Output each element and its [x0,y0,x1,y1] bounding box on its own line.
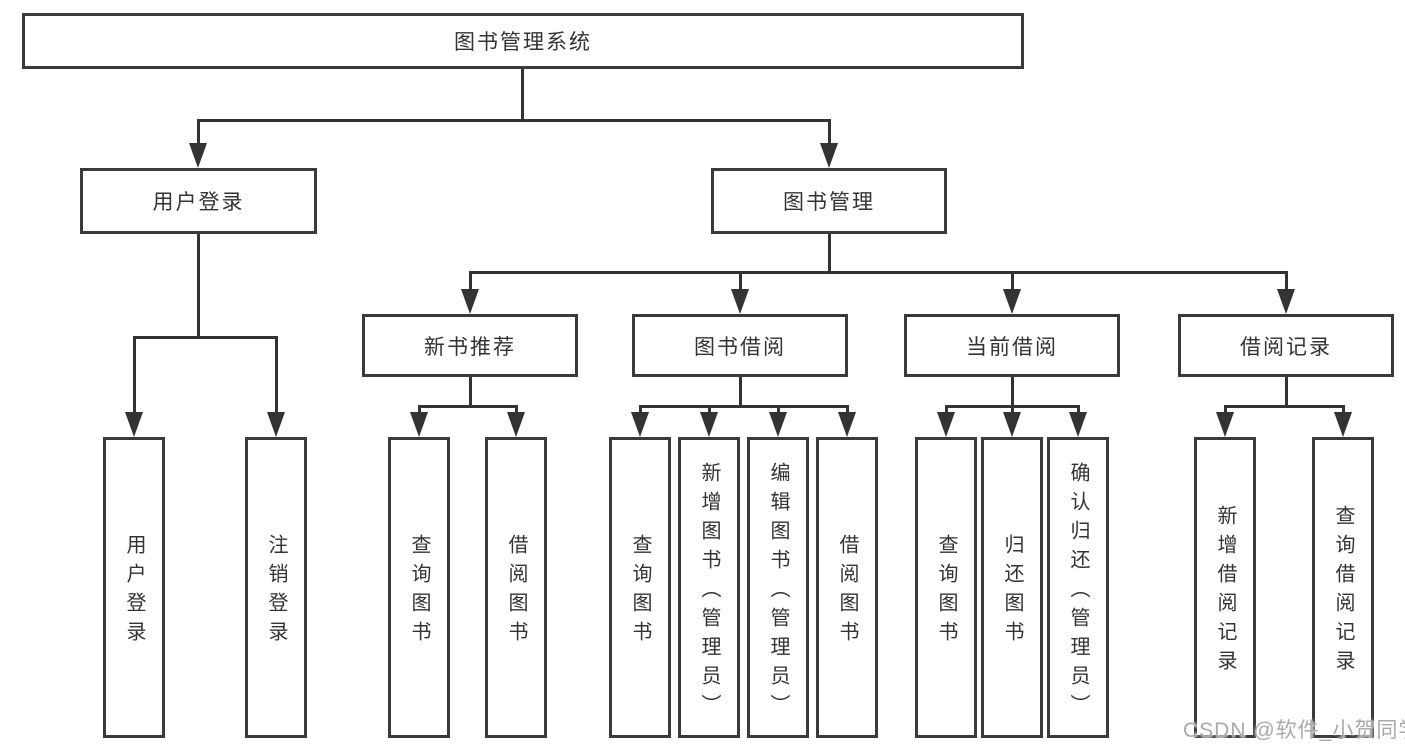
connector-line [469,377,472,407]
connector-line [521,69,524,120]
arrow-down-icon [937,412,955,437]
arrow-down-icon [507,412,525,437]
node-current-borrow-label: 当前借阅 [966,335,1058,359]
connector-line [1224,405,1227,415]
leaf-user-login-label: 用户登录 [123,534,145,650]
connector-line [639,405,642,415]
connector-line [739,271,742,293]
node-borrow-records-label: 借阅记录 [1240,335,1332,359]
arrow-down-icon [189,143,207,168]
node-user-login-label: 用户登录 [152,191,245,214]
arrow-down-icon [820,143,838,168]
arrow-down-icon [731,289,749,314]
leaf-br-query-record: 查询借阅记录 [1312,437,1374,738]
node-new-book-recommend-label: 新书推荐 [424,335,516,359]
arrow-down-icon [461,289,479,314]
connector-line [197,119,200,145]
connector-line [418,405,518,408]
connector-line [197,119,831,122]
connector-line [418,405,421,415]
leaf-nb-query-books-label: 查询图书 [408,534,430,650]
arrow-down-icon [125,412,143,437]
leaf-cb-return-books-label: 归还图书 [1001,534,1023,650]
arrow-down-icon [700,412,718,437]
node-root: 图书管理系统 [22,13,1024,69]
leaf-bb-add-books-admin-label: 新增图书（管理员） [698,461,720,723]
leaf-nb-borrow-books: 借阅图书 [485,437,547,738]
connector-line [828,234,831,273]
connector-line [739,377,742,407]
connector-line [133,336,136,413]
leaf-bb-query-books: 查询图书 [609,437,671,738]
connector-line [1342,405,1345,415]
connector-line [1077,405,1080,415]
leaf-br-query-record-label: 查询借阅记录 [1332,505,1354,679]
arrow-down-icon [267,412,285,437]
arrow-down-icon [838,412,856,437]
node-book-management: 图书管理 [711,168,947,234]
arrow-down-icon [1277,289,1295,314]
leaf-logout-label: 注销登录 [265,534,287,650]
leaf-nb-query-books: 查询图书 [388,437,450,738]
leaf-br-add-record-label: 新增借阅记录 [1214,505,1236,679]
connector-line [828,119,831,145]
connector-line [133,336,278,339]
connector-line [1011,405,1014,415]
connector-line [846,405,849,415]
leaf-cb-return-books: 归还图书 [981,437,1043,738]
leaf-bb-edit-books-admin: 编辑图书（管理员） [747,437,809,738]
arrow-down-icon [410,412,428,437]
arrow-down-icon [1069,412,1087,437]
node-borrow-records: 借阅记录 [1178,314,1394,377]
leaf-bb-query-books-label: 查询图书 [629,534,651,650]
leaf-user-login: 用户登录 [103,437,165,738]
leaf-cb-confirm-return-admin-label: 确认归还（管理员） [1067,461,1089,723]
connector-line [1011,377,1014,407]
node-book-borrow: 图书借阅 [632,314,848,377]
connector-line [1285,377,1288,407]
node-user-login: 用户登录 [80,168,317,234]
leaf-bb-borrow-books: 借阅图书 [816,437,878,738]
arrow-down-icon [631,412,649,437]
connector-line [469,271,472,293]
leaf-bb-borrow-books-label: 借阅图书 [836,534,858,650]
leaf-br-add-record: 新增借阅记录 [1194,437,1256,738]
node-current-borrow: 当前借阅 [904,314,1120,377]
connector-line [1224,405,1345,408]
arrow-down-icon [1003,412,1021,437]
connector-line [708,405,711,415]
connector-line [777,405,780,415]
arrow-down-icon [1334,412,1352,437]
arrow-down-icon [1216,412,1234,437]
connector-line [639,405,849,408]
csdn-watermark: CSDN @软件_小贺同学 [1183,719,1405,742]
leaf-bb-add-books-admin: 新增图书（管理员） [678,437,740,738]
connector-line [1011,271,1014,293]
leaf-cb-query-books: 查询图书 [915,437,977,738]
node-book-borrow-label: 图书借阅 [694,335,786,359]
leaf-bb-edit-books-admin-label: 编辑图书（管理员） [767,461,789,723]
node-root-label: 图书管理系统 [454,31,592,54]
connector-line [469,271,1288,274]
node-book-management-label: 图书管理 [783,191,875,214]
arrow-down-icon [1003,289,1021,314]
leaf-cb-query-books-label: 查询图书 [935,534,957,650]
connector-line [515,405,518,415]
connector-line [1285,271,1288,293]
leaf-logout: 注销登录 [245,437,307,738]
node-new-book-recommend: 新书推荐 [362,314,578,377]
connector-line [197,234,200,338]
arrow-down-icon [769,412,787,437]
leaf-cb-confirm-return-admin: 确认归还（管理员） [1047,437,1109,738]
leaf-nb-borrow-books-label: 借阅图书 [505,534,527,650]
connector-line [945,405,948,415]
connector-line [275,336,278,413]
